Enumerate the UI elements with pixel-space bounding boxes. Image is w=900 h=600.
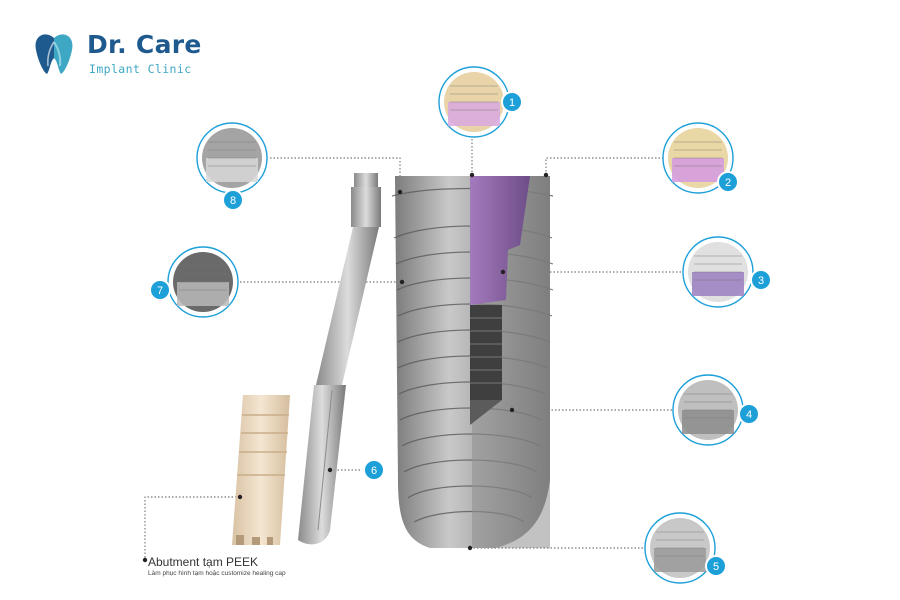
callout-number: 4 [746,409,752,421]
zoom-circle-detail [692,272,744,296]
tooth-leaf-icon [35,34,73,74]
callout-number: 2 [725,177,731,189]
zoom-circle-detail [682,410,734,434]
callout-number: 5 [713,561,719,573]
anchor-dots [142,172,549,563]
zoom-circle-detail [672,158,724,182]
caption-title: Abutment tạm PEEK [148,555,259,569]
callout-number: 7 [157,285,163,297]
brand-subtitle: Implant Clinic [89,62,192,76]
callout-number: 8 [230,195,236,207]
callout-badge-7[interactable] [149,279,171,301]
zoom-circle-detail [206,158,258,182]
callout-number: 1 [509,97,515,109]
peek-abutment [232,395,290,545]
callout-number: 6 [371,465,377,477]
callout-badge-4[interactable] [738,403,760,425]
callout-number: 3 [758,275,764,287]
callout-badge-5[interactable] [705,555,727,577]
callout-badge-2[interactable] [717,171,739,193]
callout-badge-1[interactable] [501,91,523,113]
implant-body [391,176,554,548]
brand-title: Dr. Care [87,30,202,59]
zoom-circle-detail [654,548,706,572]
brand-logo[interactable]: Dr. Care Implant Clinic [33,30,203,82]
callout-badge-3[interactable] [750,269,772,291]
zoom-circle-detail [177,282,229,306]
caption-block: Abutment tạm PEEK Làm phục hình tạm hoặc… [148,555,286,577]
callout-badge-8[interactable] [222,189,244,211]
driver-tool [298,173,381,545]
caption-subtitle: Làm phục hình tạm hoặc customize healing… [148,570,286,577]
zoom-circle-detail [448,102,500,126]
callout-badge-6[interactable] [363,459,385,481]
